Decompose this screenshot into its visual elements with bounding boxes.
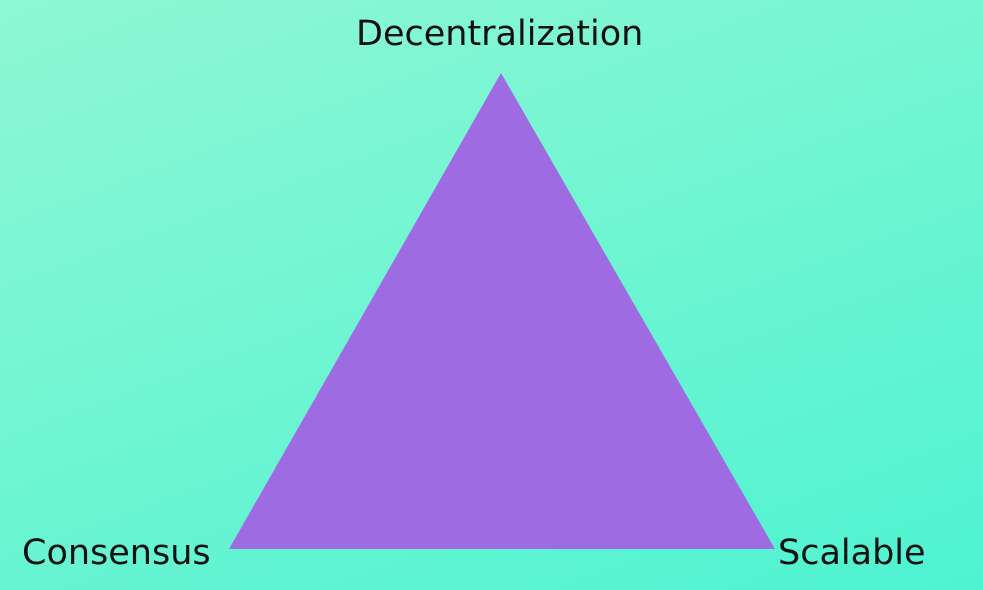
vertex-label-consensus: Consensus xyxy=(22,533,211,573)
trilemma-triangle xyxy=(229,73,775,549)
vertex-label-decentralization: Decentralization xyxy=(356,14,644,54)
vertex-label-scalable: Scalable xyxy=(778,533,926,573)
